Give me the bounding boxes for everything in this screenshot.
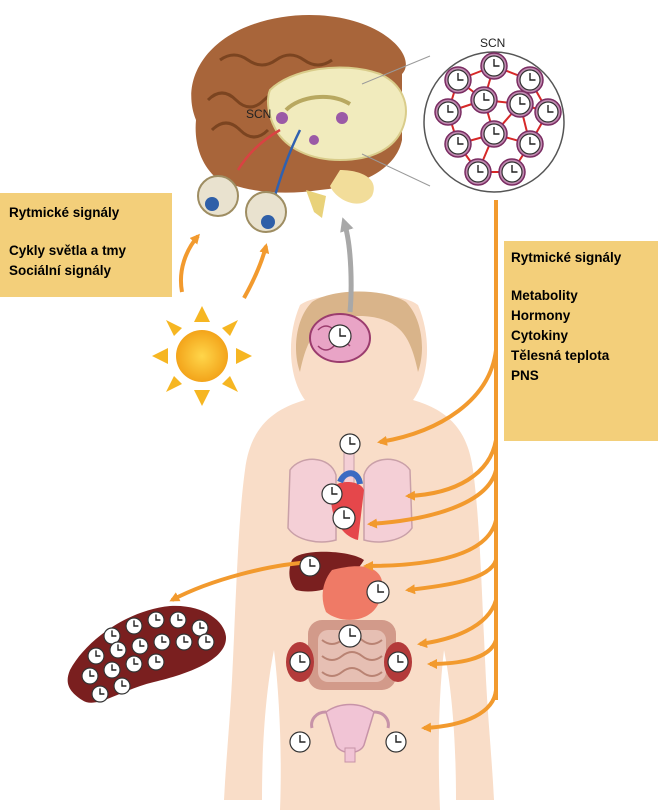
clock-icon — [465, 159, 491, 185]
clock-icon — [92, 686, 108, 702]
clock-icon — [148, 612, 164, 628]
clock-icon — [170, 612, 186, 628]
clock-icon — [535, 99, 561, 125]
clock-icon — [114, 678, 130, 694]
right-box-item: Metabolity — [511, 286, 658, 306]
clock-icon — [445, 131, 471, 157]
clock-icon — [132, 638, 148, 654]
clock-icon — [367, 581, 389, 603]
left-box-item: Sociální signály — [9, 261, 172, 281]
clock-icon — [329, 325, 351, 347]
clock-icon — [507, 91, 533, 117]
clock-icon — [290, 652, 310, 672]
scn-brain-label: SCN — [246, 107, 271, 121]
left-box-item: Cykly světla a tmy — [9, 241, 172, 261]
clock-icon — [322, 484, 342, 504]
clock-icon — [499, 159, 525, 185]
clock-icon — [104, 662, 120, 678]
clock-icon — [154, 634, 170, 650]
sun-icon — [152, 306, 252, 406]
clock-icon — [333, 507, 355, 529]
clock-icon — [471, 87, 497, 113]
clock-icon — [481, 121, 507, 147]
clock-icon — [148, 654, 164, 670]
clock-icon — [339, 625, 361, 647]
clock-icon — [388, 652, 408, 672]
right-box-item: Tělesná teplota — [511, 346, 658, 366]
right-box-item: Hormony — [511, 306, 658, 326]
clock-icon — [126, 656, 142, 672]
left-box-title: Rytmické signály — [9, 203, 172, 223]
right-box-item: Cytokiny — [511, 326, 658, 346]
clock-icon — [110, 642, 126, 658]
clock-icon — [340, 434, 360, 454]
clock-icon — [435, 99, 461, 125]
clock-icon — [481, 53, 507, 79]
arrow-light-to-eye-right — [244, 246, 266, 298]
right-box-title: Rytmické signály — [511, 248, 658, 268]
clock-icon — [445, 67, 471, 93]
clock-icon — [517, 131, 543, 157]
clock-icon — [88, 648, 104, 664]
clock-icon — [198, 634, 214, 650]
clock-icon — [82, 668, 98, 684]
clock-icon — [290, 732, 310, 752]
left-signal-box: Rytmické signály Cykly světla a tmy Soci… — [0, 193, 172, 297]
right-box-item: PNS — [511, 366, 658, 386]
clock-icon — [386, 732, 406, 752]
arrow-light-to-eye-left — [181, 236, 198, 292]
right-signal-box: Rytmické signály Metabolity Hormony Cyto… — [504, 241, 658, 441]
clock-icon — [517, 67, 543, 93]
clock-icon — [176, 634, 192, 650]
clock-icon — [300, 556, 320, 576]
scn-inset-label: SCN — [480, 36, 505, 50]
clock-icon — [126, 618, 142, 634]
